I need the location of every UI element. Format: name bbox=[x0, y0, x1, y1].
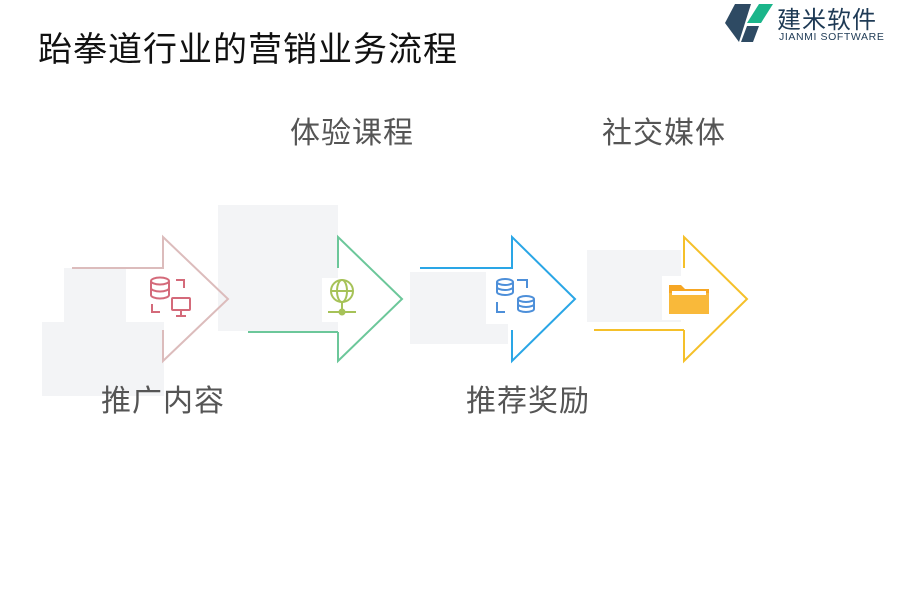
jianmi-logo-icon bbox=[725, 4, 773, 42]
step-label-1: 推广内容 bbox=[101, 384, 225, 419]
step-arrow-2 bbox=[248, 234, 404, 364]
page-title: 跆拳道行业的营销业务流程 bbox=[38, 30, 458, 70]
step-arrow-4 bbox=[594, 234, 749, 364]
step-label-3: 推荐奖励 bbox=[466, 384, 590, 419]
brand-logo: 建米软件 JIANMI SOFTWARE bbox=[725, 0, 900, 46]
globe-network-icon bbox=[328, 279, 356, 316]
database-monitor-icon bbox=[150, 276, 191, 317]
step-label-2: 体验课程 bbox=[290, 116, 414, 151]
step-label-4: 社交媒体 bbox=[602, 116, 726, 151]
brand-name-cn: 建米软件 bbox=[777, 6, 877, 34]
arrow-shape-3 bbox=[420, 234, 577, 364]
folder-icon bbox=[669, 285, 709, 314]
arrow-shape-2 bbox=[248, 234, 404, 364]
arrow-shape-4 bbox=[594, 234, 749, 364]
brand-name-en: JIANMI SOFTWARE bbox=[779, 31, 885, 43]
step-arrow-1 bbox=[72, 234, 230, 364]
step-arrow-3 bbox=[420, 234, 577, 364]
database-sync-icon bbox=[496, 278, 535, 313]
